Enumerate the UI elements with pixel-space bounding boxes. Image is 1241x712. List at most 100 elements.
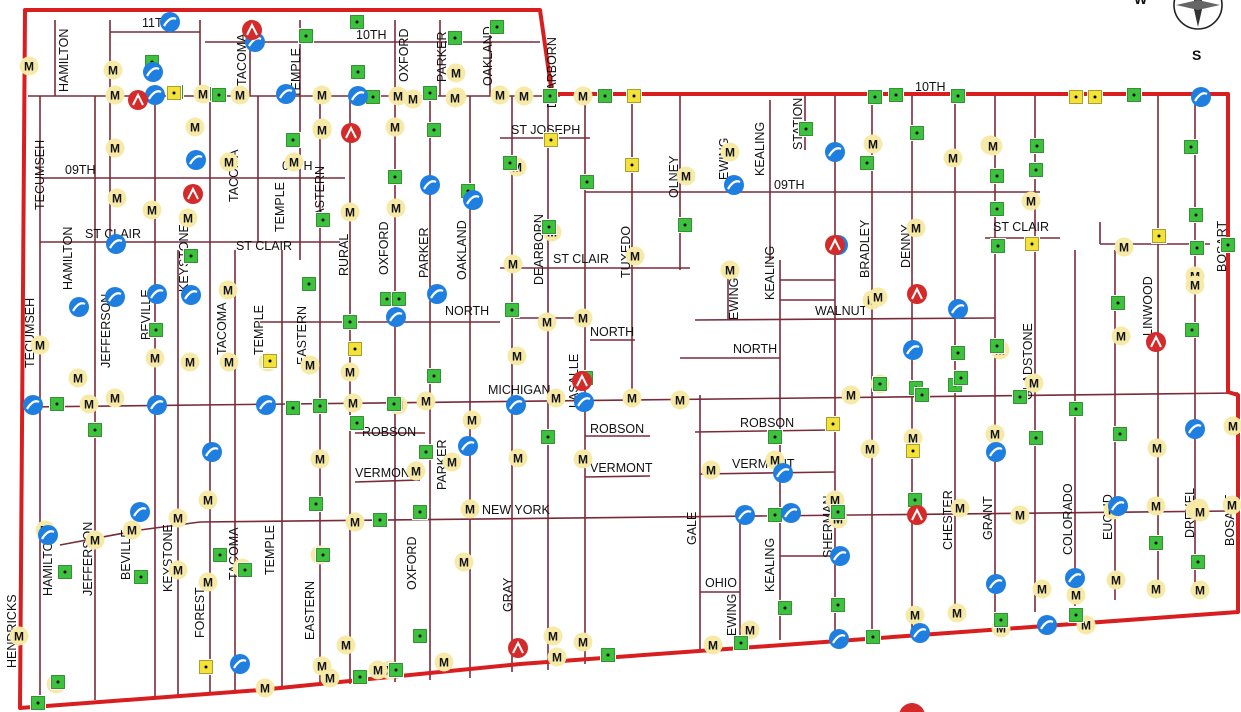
green-square-marker[interactable] <box>372 512 388 528</box>
m-marker[interactable]: M <box>19 56 39 76</box>
blue-hydrant-marker[interactable] <box>1065 568 1085 588</box>
yellow-square-marker[interactable] <box>543 132 559 148</box>
m-marker[interactable]: M <box>1222 495 1241 515</box>
green-square-marker[interactable] <box>542 88 558 104</box>
green-square-marker[interactable] <box>733 635 749 651</box>
m-marker[interactable]: M <box>1010 505 1030 525</box>
green-square-marker[interactable] <box>909 125 925 141</box>
blue-hydrant-marker[interactable] <box>781 503 801 523</box>
m-marker[interactable]: M <box>107 188 127 208</box>
green-square-marker[interactable] <box>386 396 402 412</box>
m-marker[interactable]: M <box>30 335 50 355</box>
m-marker[interactable]: M <box>1223 416 1241 436</box>
green-square-marker[interactable] <box>422 85 438 101</box>
yellow-square-marker[interactable] <box>1151 228 1167 244</box>
blue-hydrant-marker[interactable] <box>202 442 222 462</box>
m-marker[interactable]: M <box>178 208 198 228</box>
green-square-marker[interactable] <box>183 248 199 264</box>
green-square-marker[interactable] <box>540 429 556 445</box>
blue-hydrant-marker[interactable] <box>735 505 755 525</box>
green-square-marker[interactable] <box>989 201 1005 217</box>
m-marker[interactable]: M <box>573 449 593 469</box>
m-marker[interactable]: M <box>403 89 423 109</box>
red-hydrant-marker[interactable] <box>242 20 262 40</box>
green-square-marker[interactable] <box>412 504 428 520</box>
green-square-marker[interactable] <box>87 422 103 438</box>
m-marker[interactable]: M <box>720 142 740 162</box>
green-square-marker[interactable] <box>365 89 381 105</box>
m-marker[interactable]: M <box>1114 237 1134 257</box>
green-square-marker[interactable] <box>597 88 613 104</box>
yellow-square-marker[interactable] <box>347 341 363 357</box>
m-marker[interactable]: M <box>943 148 963 168</box>
green-square-marker[interactable] <box>914 387 930 403</box>
green-square-marker[interactable] <box>830 504 846 520</box>
red-hydrant-marker[interactable] <box>907 284 927 304</box>
blue-hydrant-marker[interactable] <box>181 285 201 305</box>
m-marker[interactable]: M <box>105 85 125 105</box>
blue-hydrant-marker[interactable] <box>574 392 594 412</box>
green-square-marker[interactable] <box>541 219 557 235</box>
m-marker[interactable]: M <box>670 390 690 410</box>
m-marker[interactable]: M <box>340 362 360 382</box>
red-hydrant-marker[interactable] <box>825 235 845 255</box>
m-marker[interactable]: M <box>105 388 125 408</box>
blue-hydrant-marker[interactable] <box>986 442 1006 462</box>
green-square-marker[interactable] <box>1068 401 1084 417</box>
blue-hydrant-marker[interactable] <box>69 297 89 317</box>
blue-hydrant-marker[interactable] <box>773 463 793 483</box>
m-marker[interactable]: M <box>573 308 593 328</box>
m-marker[interactable]: M <box>185 117 205 137</box>
green-square-marker[interactable] <box>990 238 1006 254</box>
m-marker[interactable]: M <box>1111 326 1131 346</box>
red-hydrant-marker[interactable] <box>572 371 592 391</box>
green-square-marker[interactable] <box>865 629 881 645</box>
m-marker[interactable]: M <box>345 512 365 532</box>
m-marker[interactable]: M <box>903 428 923 448</box>
green-square-marker[interactable] <box>349 415 365 431</box>
blue-hydrant-marker[interactable] <box>427 284 447 304</box>
m-marker[interactable]: M <box>573 86 593 106</box>
red-hydrant-marker[interactable] <box>128 90 148 110</box>
m-marker[interactable]: M <box>300 355 320 375</box>
yellow-square-marker[interactable] <box>1087 89 1103 105</box>
m-marker[interactable]: M <box>198 572 218 592</box>
m-marker[interactable]: M <box>905 605 925 625</box>
green-square-marker[interactable] <box>315 547 331 563</box>
m-marker[interactable]: M <box>310 449 330 469</box>
m-marker[interactable]: M <box>388 86 408 106</box>
green-square-marker[interactable] <box>426 122 442 138</box>
blue-hydrant-marker[interactable] <box>910 623 930 643</box>
m-marker[interactable]: M <box>676 166 696 186</box>
green-square-marker[interactable] <box>285 132 301 148</box>
m-marker[interactable]: M <box>336 635 356 655</box>
green-square-marker[interactable] <box>388 662 404 678</box>
green-square-marker[interactable] <box>1028 162 1044 178</box>
m-marker[interactable]: M <box>145 348 165 368</box>
blue-hydrant-marker[interactable] <box>724 175 744 195</box>
green-square-marker[interactable] <box>953 370 969 386</box>
blue-hydrant-marker[interactable] <box>143 62 163 82</box>
green-square-marker[interactable] <box>352 669 368 685</box>
green-square-marker[interactable] <box>412 628 428 644</box>
blue-hydrant-marker[interactable] <box>506 395 526 415</box>
green-square-marker[interactable] <box>315 212 331 228</box>
yellow-square-marker[interactable] <box>624 157 640 173</box>
green-square-marker[interactable] <box>391 291 407 307</box>
m-marker[interactable]: M <box>454 552 474 572</box>
red-hydrant-marker[interactable] <box>341 123 361 143</box>
green-square-marker[interactable] <box>888 87 904 103</box>
m-marker[interactable]: M <box>703 635 723 655</box>
blue-hydrant-marker[interactable] <box>106 234 126 254</box>
green-square-marker[interactable] <box>1184 322 1200 338</box>
blue-hydrant-marker[interactable] <box>1108 496 1128 516</box>
m-marker[interactable]: M <box>103 60 123 80</box>
yellow-square-marker[interactable] <box>198 659 214 675</box>
green-square-marker[interactable] <box>767 429 783 445</box>
green-square-marker[interactable] <box>50 674 66 690</box>
green-square-marker[interactable] <box>830 597 846 613</box>
m-marker[interactable]: M <box>320 668 340 688</box>
green-square-marker[interactable] <box>600 647 616 663</box>
m-marker[interactable]: M <box>1146 579 1166 599</box>
m-marker[interactable]: M <box>340 202 360 222</box>
